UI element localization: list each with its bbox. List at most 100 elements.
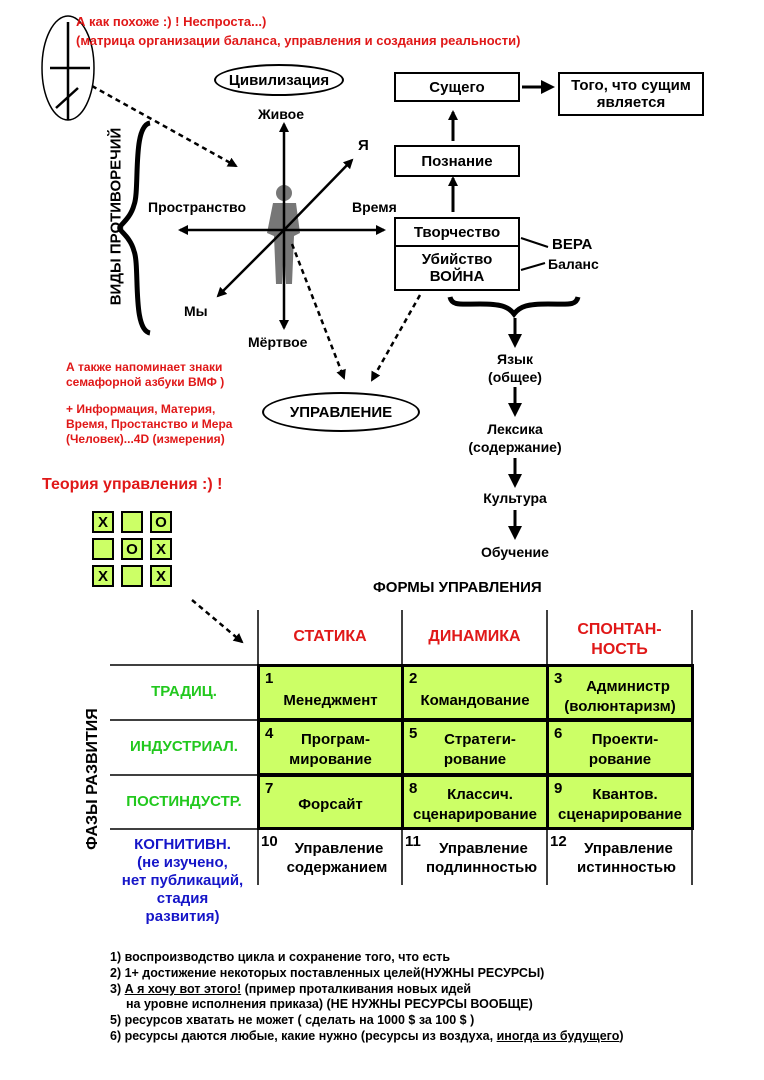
cell-12-num: 12: [550, 833, 567, 850]
cell-7-line1: Форсайт: [298, 796, 363, 813]
col-header-spontaneity: СПОНТАН- НОСТЬ: [547, 620, 692, 660]
cell-3-line2: (волюнтаризм): [564, 698, 676, 715]
label-alive: Живое: [258, 106, 305, 122]
ttt-cell-4: [92, 538, 114, 560]
lexicon-line2: (содержание): [468, 439, 562, 455]
note-6-underlined: иногда из будущего: [496, 1029, 620, 1043]
semaphore-symbol: [41, 15, 95, 121]
creativity-box: Творчество: [394, 217, 520, 247]
row4-line1: КОГНИТИВН.: [134, 836, 231, 853]
note-3-underlined: А я хочу вот этого!: [124, 982, 242, 996]
cell-2-num: 2: [409, 670, 418, 687]
cell-6-line1: Проекти-: [591, 731, 659, 748]
vertical-label-contradictions: ВИДЫ ПРОТИВОРЕЧИЙ: [107, 127, 125, 306]
cell-3-num: 3: [554, 670, 563, 687]
info-note-line3: (Человек)...4D (измерения): [66, 432, 225, 446]
cognition-label: Познание: [421, 152, 493, 170]
cell-2: 2 Командование: [401, 664, 549, 721]
info-note-line1: + Информация, Материя,: [66, 402, 216, 416]
lexicon-line1: Лексика: [487, 421, 543, 437]
cell-1-line1: Менеджмент: [283, 692, 378, 709]
left-brace: [117, 120, 152, 336]
creativity-label: Творчество: [413, 223, 501, 241]
note-3: 3) А я хочу вот этого! (пример проталкив…: [110, 982, 471, 996]
ttt-cell-2: [121, 511, 143, 533]
management-oval: УПРАВЛЕНИЕ: [262, 392, 420, 432]
cell-11-line1: Управление: [439, 840, 528, 857]
cell-11-num: 11: [405, 833, 421, 850]
cell-12-line2: истинностью: [577, 859, 676, 876]
col-header-dynamic: ДИНАМИКА: [428, 628, 521, 645]
management-label: УПРАВЛЕНИЕ: [289, 403, 393, 421]
label-time: Время: [352, 199, 397, 215]
cell-6: 6 Проекти- рование: [546, 719, 694, 776]
cell-11-line2: подлинностью: [425, 859, 538, 876]
cell-12: 12 Управление истинностью: [547, 829, 692, 884]
cell-1-num: 1: [265, 670, 274, 687]
theory-title: Теория управления :) !: [42, 476, 223, 493]
note-5: 5) ресурсов хватать не может ( сделать н…: [110, 1013, 475, 1027]
row-header-industrial: ИНДУСТРИАЛ.: [130, 738, 238, 755]
cell-12-line1: Управление: [584, 840, 673, 857]
cognition-box: Познание: [394, 145, 520, 177]
killing-box: Убийство ВОЙНА: [394, 245, 520, 291]
cell-3-line1: Администр: [586, 678, 670, 695]
cell-8-line1: Классич.: [447, 786, 513, 803]
language-label: Язык (общее): [455, 350, 575, 386]
label-dead: Мёртвое: [248, 334, 308, 350]
cell-4: 4 Програм- мирование: [257, 719, 404, 776]
killing-label-line1: Убийство: [421, 251, 493, 268]
culture-label: Культура: [483, 490, 547, 506]
col-header-static: СТАТИКА: [293, 628, 367, 645]
label-space: Пространство: [148, 199, 247, 215]
note-6-suffix: ): [619, 1029, 624, 1043]
language-line1: Язык: [497, 351, 533, 367]
cell-10-line1: Управление: [294, 840, 384, 857]
col-header-spontaneity-line1: СПОНТАН-: [577, 621, 662, 638]
cell-5-line2: рование: [443, 751, 507, 768]
cell-10-line2: содержанием: [286, 859, 388, 876]
cell-7: 7 Форсайт: [257, 774, 404, 830]
label-we: Мы: [184, 303, 208, 319]
learning-label: Обучение: [481, 544, 549, 560]
note-3-prefix: 3): [110, 982, 125, 996]
row4-line5: развития): [145, 908, 220, 925]
cell-11: 11 Управление подлинностью: [402, 829, 547, 884]
language-line2: (общее): [488, 369, 542, 385]
note-6: 6) ресурсы даются любые, какие нужно (ре…: [110, 1029, 624, 1043]
ttt-cell-8: [121, 565, 143, 587]
cell-8-line2: сценарирование: [412, 806, 537, 823]
semaphore-note-line2: семафорной азбуки ВМФ ): [66, 375, 225, 389]
cell-5: 5 Стратеги- рование: [401, 719, 549, 776]
note-2: 2) 1+ достижение некоторых поставленных …: [110, 966, 545, 980]
note-1: 1) воспроизводство цикла и сохранение то…: [110, 950, 451, 964]
cell-8-num: 8: [409, 780, 418, 797]
cell-9-line2: сценарирование: [557, 806, 682, 823]
ttt-cell-7: X: [92, 565, 114, 587]
cell-5-num: 5: [409, 725, 418, 742]
civilization-oval: Цивилизация: [214, 64, 344, 96]
cell-6-num: 6: [554, 725, 563, 742]
cell-8: 8 Классич. сценарирование: [401, 774, 549, 830]
semaphore-note-line1: А также напоминает знаки: [66, 360, 223, 374]
essence-label: Сущего: [429, 78, 485, 96]
dotted-arrow-to-figure: [91, 84, 238, 168]
row4-line4: стадия: [156, 890, 209, 907]
essence-box: Сущего: [394, 72, 520, 102]
row-header-postindustrial: ПОСТИНДУСТР.: [126, 793, 242, 810]
cell-9-line1: Квантов.: [592, 786, 658, 803]
cell-4-line2: мирование: [289, 751, 372, 768]
what-is-label: Того, что сущим является: [571, 77, 691, 111]
killing-label-line2: ВОЙНА: [429, 268, 485, 285]
ttt-cell-3: O: [150, 511, 172, 533]
bottom-brace: [447, 296, 581, 319]
col-header-spontaneity-line2: НОСТЬ: [591, 641, 648, 658]
cell-6-line2: рование: [588, 751, 652, 768]
note-3-rest: (пример проталкивания новых идей: [241, 982, 472, 996]
cell-9: 9 Квантов. сценарирование: [546, 774, 694, 830]
cell-7-num: 7: [265, 780, 274, 797]
lexicon-label: Лексика (содержание): [445, 420, 585, 456]
table-title: ФОРМЫ УПРАВЛЕНИЯ: [373, 579, 542, 596]
note-3-continuation: на уровне исполнения приказа) (НЕ НУЖНЫ …: [126, 997, 533, 1011]
